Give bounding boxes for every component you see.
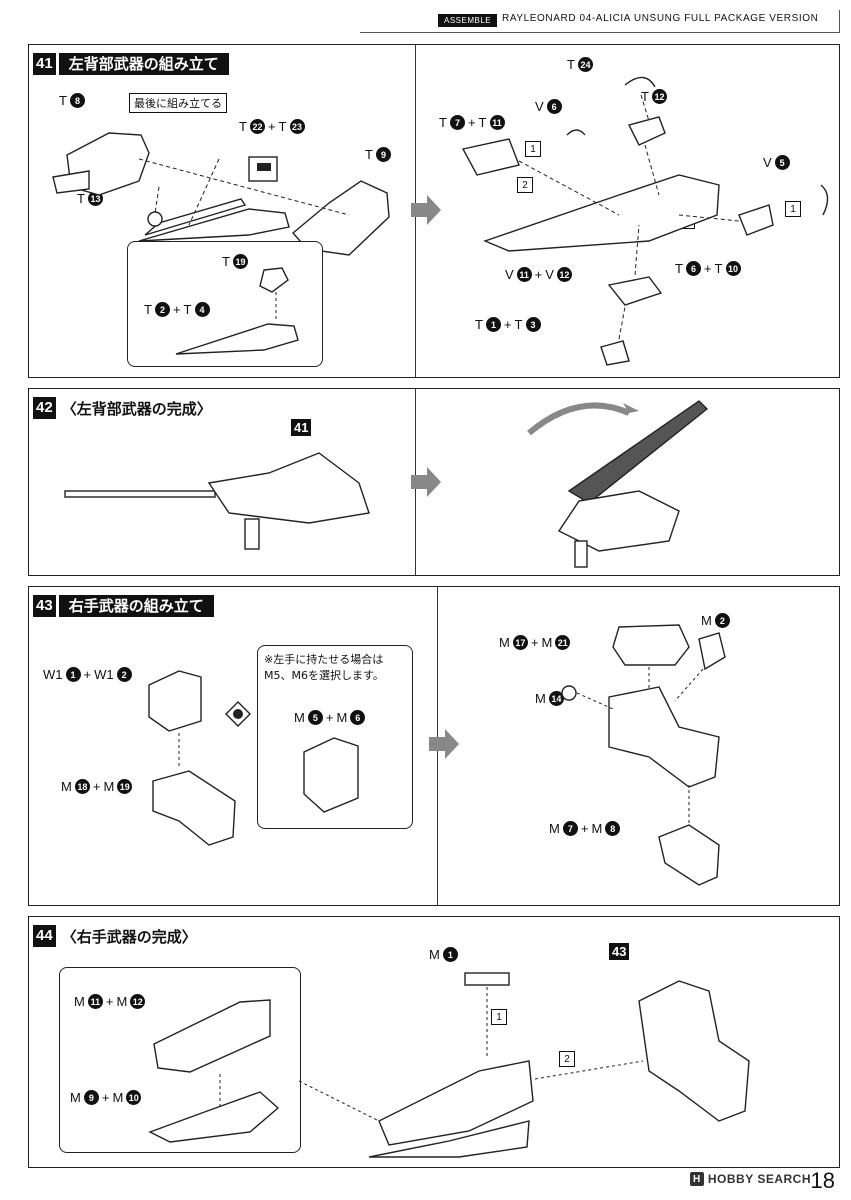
next-arrow-icon xyxy=(411,467,441,497)
completed-back-weapon xyxy=(64,452,370,550)
hobby-search-watermark: H HOBBY SEARCH xyxy=(689,1172,811,1186)
step-number: 44 xyxy=(33,925,56,947)
sequence-box: 2 xyxy=(559,1051,575,1067)
right-weapon-assembly xyxy=(561,624,726,886)
step-heading: 右手武器の組み立て xyxy=(58,595,214,617)
next-arrow-icon xyxy=(411,195,441,225)
step-41-title: 41 左背部武器の組み立て xyxy=(33,53,229,75)
magazine-parts xyxy=(148,999,280,1143)
watermark-logo-icon: H xyxy=(689,1172,704,1186)
sequence-box: 1 xyxy=(785,201,801,217)
raised-cannon xyxy=(527,400,709,568)
weapon-assembly-diagram xyxy=(461,76,829,366)
step-43-title: 43 右手武器の組み立て xyxy=(33,595,214,617)
assemble-last-callout: 最後に組み立てる xyxy=(129,93,227,113)
step-heading: 左背部武器の組み立て xyxy=(58,53,229,75)
sequence-box: 2 xyxy=(517,177,533,193)
page-header: ASSEMBLE RAYLEONARD 04-ALICIA UNSUNG FUL… xyxy=(360,10,840,33)
blade-detail xyxy=(175,267,299,355)
model-name: RAYLEONARD 04-ALICIA UNSUNG FULL PACKAGE… xyxy=(502,13,819,24)
step-42-panel: 42 〈左背部武器の完成〉 41 xyxy=(28,388,840,576)
weapon-parts-exploded xyxy=(52,132,390,256)
header-rule xyxy=(360,32,840,33)
step-42-title: 42 〈左背部武器の完成〉 xyxy=(33,397,212,419)
swap-diamond-icon xyxy=(225,701,251,727)
assemble-tag: ASSEMBLE xyxy=(438,14,498,27)
right-weapon-parts xyxy=(148,670,236,846)
step-number: 43 xyxy=(33,595,56,617)
left-hand-part xyxy=(303,737,359,813)
step-44-title: 44 〈右手武器の完成〉 xyxy=(33,925,197,947)
right-weapon-final xyxy=(298,972,750,1158)
step-ref-badge: 43 xyxy=(609,943,630,960)
step-heading: 〈左背部武器の完成〉 xyxy=(61,399,212,418)
page-number: 18 xyxy=(810,1168,835,1193)
step-number: 41 xyxy=(33,53,56,75)
step-ref-badge: 41 xyxy=(291,419,312,436)
sequence-box: 1 xyxy=(491,1009,507,1025)
step-number: 42 xyxy=(33,397,56,419)
sequence-box: 1 xyxy=(525,141,541,157)
header-corner xyxy=(829,10,840,32)
next-arrow-icon xyxy=(429,729,459,759)
step-heading: 〈右手武器の完成〉 xyxy=(61,927,197,946)
left-hand-note: ※左手に持たせる場合は M5、M6を選択します。 xyxy=(264,653,384,682)
